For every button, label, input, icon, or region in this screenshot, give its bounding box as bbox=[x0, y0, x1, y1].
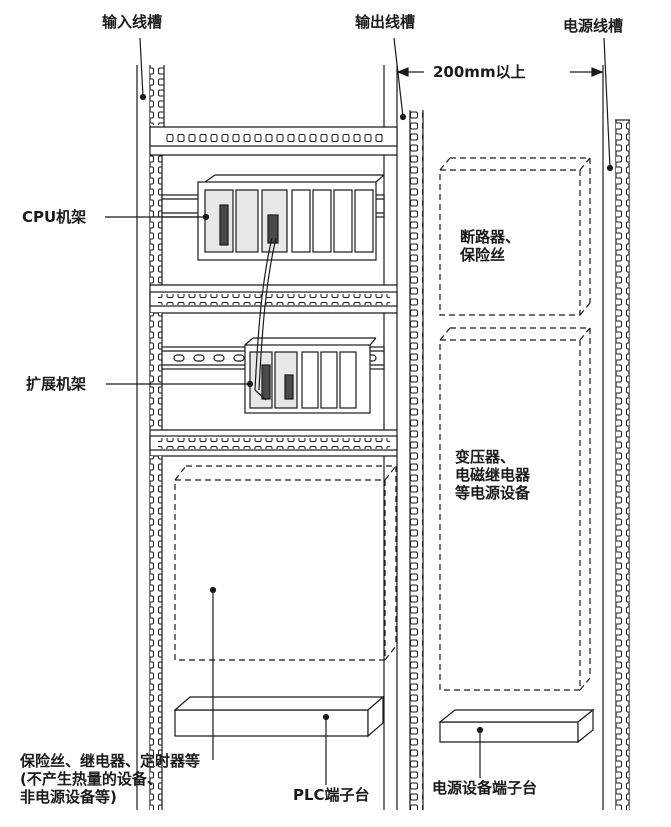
cpu-rack-label: CPU机架 bbox=[22, 208, 87, 226]
transformer-label-line-2: 电磁继电器 bbox=[455, 466, 531, 484]
expansion-cable bbox=[254, 237, 273, 401]
breaker-label: 断路器、 保险丝 bbox=[460, 228, 520, 264]
left-duct-inner-slots bbox=[150, 155, 385, 810]
transformer-label-line-3: 等电源设备 bbox=[455, 484, 531, 502]
spacing-label: 200mm以上 bbox=[433, 63, 526, 81]
fuse-relay-label: 保险丝、继电器、定时器等 (不产生热量的设备、 非电源设备等) bbox=[20, 752, 200, 806]
fuse-relay-label-line-3: 非电源设备等) bbox=[20, 788, 117, 806]
horizontal-duct-middle bbox=[149, 284, 398, 314]
spacing-dimension bbox=[396, 67, 604, 77]
fuse-relay-label-line-2: (不产生热量的设备、 bbox=[20, 770, 162, 788]
horizontal-duct-lower bbox=[149, 429, 398, 457]
expansion-rack-modules bbox=[244, 337, 377, 414]
plc-terminal-block bbox=[173, 695, 385, 738]
output-duct-label: 输出线槽 bbox=[355, 13, 416, 31]
power-terminal-label: 电源设备端子台 bbox=[432, 779, 538, 797]
fuse-relay-dashed-box bbox=[174, 465, 397, 661]
cpu-rack-modules bbox=[197, 174, 385, 261]
breaker-dashed-box bbox=[439, 157, 591, 316]
power-terminal-block bbox=[438, 708, 595, 744]
transformer-label: 变压器、 电磁继电器 等电源设备 bbox=[455, 448, 530, 502]
horizontal-duct-top bbox=[149, 126, 398, 156]
leader-lines bbox=[105, 37, 614, 785]
fuse-relay-label-line-1: 保险丝、继电器、定时器等 bbox=[20, 752, 201, 770]
power-duct-label: 电源线槽 bbox=[563, 17, 624, 35]
plc-terminal-label: PLC端子台 bbox=[293, 786, 370, 804]
transformer-label-line-1: 变压器、 bbox=[455, 448, 516, 466]
power-duct bbox=[602, 65, 630, 810]
transformer-dashed-box bbox=[439, 327, 591, 691]
input-duct-label: 输入线槽 bbox=[102, 13, 163, 31]
breaker-label-line-1: 断路器、 bbox=[460, 228, 521, 246]
expansion-rack-label: 扩展机架 bbox=[26, 375, 87, 393]
breaker-label-line-2: 保险丝 bbox=[460, 246, 506, 264]
